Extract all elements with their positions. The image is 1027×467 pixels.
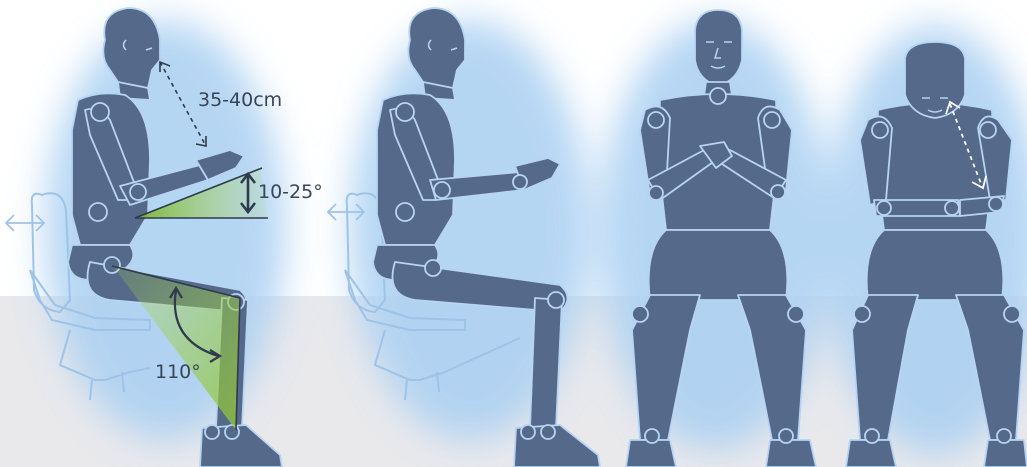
pelvis-3 <box>649 230 788 300</box>
tilt-angle-label: 10-25° <box>258 181 323 203</box>
joint-4-shoulder-right <box>980 122 996 138</box>
joint-1-ankle-b <box>225 425 239 439</box>
joint-2-knee <box>548 292 564 308</box>
joint-3-elbow-right <box>771 185 785 199</box>
joint-4-hip-right <box>1004 306 1020 322</box>
foot-3-left <box>626 440 676 467</box>
joint-4-hip-left <box>854 306 870 322</box>
joint-3-ankle-right <box>779 429 793 443</box>
joint-1-hip-upper <box>89 203 107 221</box>
joint-2-ankle-a <box>521 425 535 439</box>
eye-distance-label: 35-40cm <box>198 89 282 111</box>
joint-4-shoulder-left <box>872 122 888 138</box>
joint-3-elbow-left <box>649 186 663 200</box>
joint-2-hip <box>425 260 441 276</box>
joint-2-hip-upper <box>396 203 414 221</box>
joint-3-ankle-left <box>645 429 659 443</box>
joint-4-elbow-right <box>989 197 1003 211</box>
joint-1-shoulder <box>91 103 109 121</box>
knee-angle-label: 110° <box>155 361 201 383</box>
joint-3-hip-right <box>788 306 804 322</box>
joint-3-hip-left <box>632 306 648 322</box>
joint-2-ankle-b <box>541 425 555 439</box>
joint-3-neck <box>710 88 726 104</box>
foot-3-right <box>766 440 816 467</box>
joint-4-wrist <box>945 201 959 215</box>
joint-4-ankle-right <box>997 429 1011 443</box>
joint-3-shoulder-right <box>764 112 780 128</box>
joint-2-shoulder <box>396 103 414 121</box>
foot-4-right <box>984 440 1027 467</box>
joint-4-ankle-left <box>865 429 879 443</box>
shin-2 <box>530 298 562 428</box>
joint-2-wrist <box>513 175 527 189</box>
joint-4-elbow-left <box>877 201 891 215</box>
foot-4-left <box>846 440 896 467</box>
head-3 <box>695 10 742 86</box>
joint-1-ankle-a <box>205 425 219 439</box>
pelvis-4 <box>867 230 1004 300</box>
joint-3-shoulder-left <box>648 112 664 128</box>
joint-1-elbow <box>130 184 146 200</box>
joint-2-elbow <box>434 182 450 198</box>
